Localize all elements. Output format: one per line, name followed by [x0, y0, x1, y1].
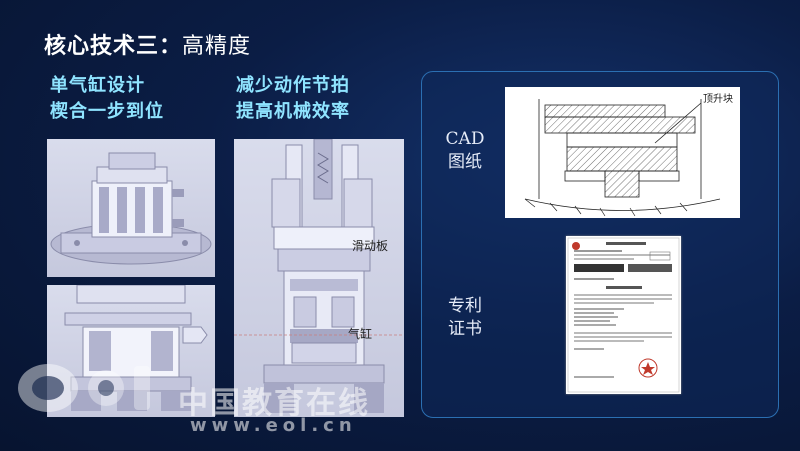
- cylinder-label: 气缸: [348, 327, 373, 341]
- eol-logo-watermark: [18, 364, 150, 412]
- cad-drawing: 顶升块: [505, 87, 740, 218]
- page-title: 核心技术三：高精度: [44, 28, 251, 60]
- right-heading-line1: 减少动作节拍: [236, 75, 350, 96]
- slide-plate-label: 滑动板: [352, 239, 389, 253]
- watermark-text: 中国教育在线: [178, 386, 370, 421]
- right-heading: 减少动作节拍 提高机械效率: [236, 73, 350, 125]
- left-heading-line1: 单气缸设计: [50, 75, 145, 96]
- right-heading-line2: 提高机械效率: [236, 101, 350, 122]
- left-heading: 单气缸设计 楔合一步到位: [50, 73, 164, 125]
- patent-certificate-image: [566, 236, 681, 394]
- mechanism-render-section: 滑动板 气缸: [234, 139, 404, 417]
- cad-callout: 顶升块: [703, 94, 733, 105]
- title-suffix: 高精度: [182, 34, 252, 59]
- mechanism-render-closed: [47, 139, 215, 277]
- patent-label-line2: 证书: [448, 319, 482, 339]
- cad-label-line2: 图纸: [448, 152, 482, 172]
- watermark-url: www.eol.cn: [190, 415, 357, 436]
- mechanism-render-open: [47, 285, 215, 417]
- patent-label: 专利 证书: [440, 295, 490, 341]
- cad-label-line1: CAD: [445, 129, 485, 149]
- patent-label-line1: 专利: [448, 296, 482, 316]
- left-heading-line2: 楔合一步到位: [50, 101, 164, 122]
- title-prefix: 核心技术三：: [44, 34, 183, 59]
- cad-label: CAD 图纸: [440, 128, 490, 174]
